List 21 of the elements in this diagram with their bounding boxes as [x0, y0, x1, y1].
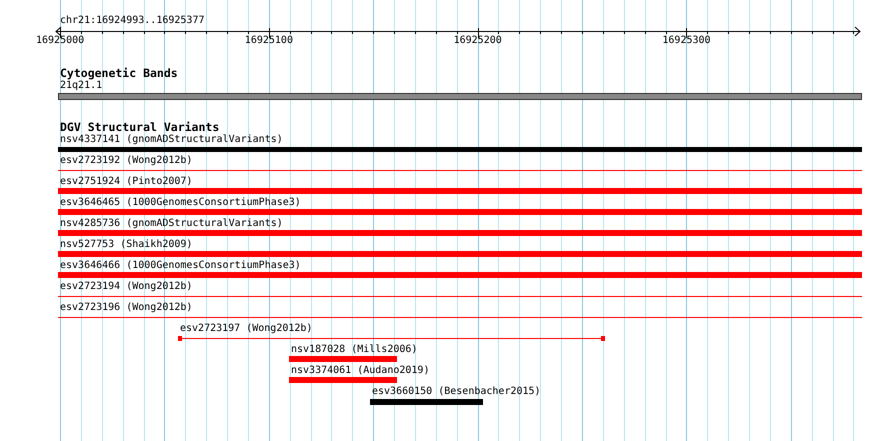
- variant-label: nsv527753 (Shaikh2009): [60, 239, 192, 251]
- tick-label: 16925300: [662, 35, 711, 47]
- variant-label: esv3646466 (1000GenomesConsortiumPhase3): [60, 260, 301, 272]
- tick-label: 16925100: [244, 35, 293, 47]
- variant-label: esv2723192 (Wong2012b): [60, 155, 192, 167]
- track-title: Cytogenetic Bands: [60, 67, 178, 79]
- variant-label: esv2723197 (Wong2012b): [180, 323, 312, 335]
- variant-label: nsv4337141 (gnomADStructuralVariants): [60, 134, 283, 146]
- variant-label: nsv3374061 (Audano2019): [291, 365, 430, 377]
- variant-label: nsv187028 (Mills2006): [291, 344, 418, 356]
- variant-label: esv2751924 (Pinto2007): [60, 176, 192, 188]
- variant-label: nsv4285736 (gnomADStructuralVariants): [60, 218, 283, 230]
- variant-label: esv2723196 (Wong2012b): [60, 302, 192, 314]
- tick-label: 16925000: [36, 35, 84, 47]
- variant-label: esv3660150 (Besenbacher2015): [372, 386, 541, 398]
- track-title: DGV Structural Variants: [60, 121, 220, 133]
- band-label: 21q21.1: [60, 80, 102, 92]
- region-coordinates: chr21:16924993..16925377: [60, 15, 204, 27]
- tick-label: 16925200: [454, 35, 502, 47]
- variant-label: esv2723194 (Wong2012b): [60, 281, 192, 293]
- variant-label: esv3646465 (1000GenomesConsortiumPhase3): [60, 197, 301, 209]
